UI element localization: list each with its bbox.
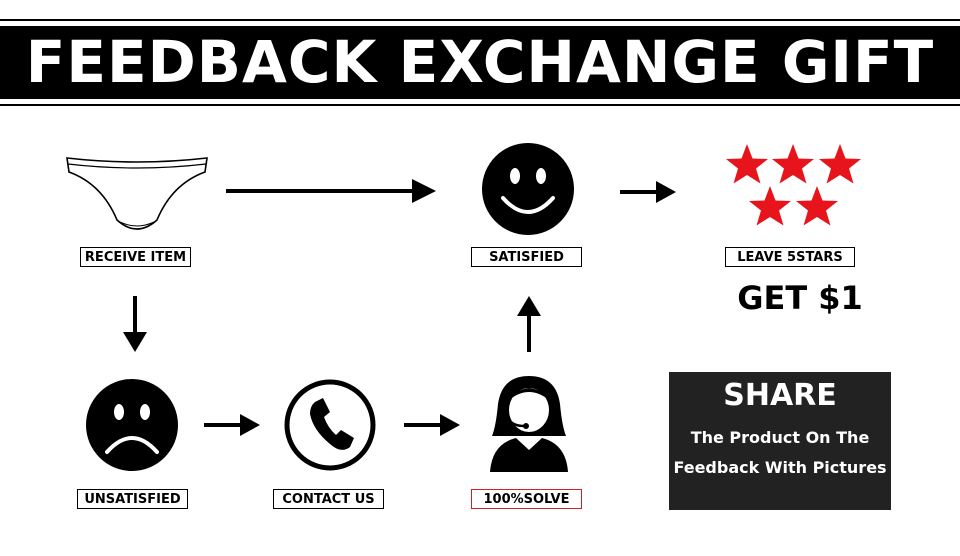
share-line-2: Feedback With Pictures [673, 458, 887, 477]
arrow-up [517, 296, 541, 352]
arrow-right-contact [204, 414, 260, 436]
banner-top-line [0, 19, 960, 21]
get-reward-text: GET $1 [737, 279, 863, 317]
label-leave-5stars: LEAVE 5STARS [725, 247, 855, 267]
banner-title: FEEDBACK EXCHANGE GIFT [25, 28, 935, 96]
label-contact-us: CONTACT US [273, 489, 384, 509]
arrow-right-short [620, 181, 676, 203]
label-satisfied: SATISFIED [471, 247, 582, 267]
label-receive-item: RECEIVE ITEM [80, 247, 191, 267]
sad-face-icon [86, 379, 178, 471]
banner-band [0, 26, 960, 99]
label-100-solve: 100%SOLVE [471, 489, 582, 509]
five-stars-icon [726, 144, 861, 226]
banner: FEEDBACK EXCHANGE GIFT [0, 19, 960, 106]
banner-bottom-line [0, 104, 960, 106]
label-unsatisfied: UNSATISFIED [77, 489, 188, 509]
arrow-right-solve [404, 414, 460, 436]
share-line-1: The Product On The [690, 428, 870, 447]
arrow-right-long [226, 179, 436, 203]
underwear-icon [66, 157, 208, 230]
support-agent-icon [490, 376, 568, 472]
share-box: SHARE The Product On The Feedback With P… [669, 372, 891, 510]
phone-icon [284, 379, 376, 471]
happy-face-icon [482, 143, 574, 235]
arrow-down [123, 296, 147, 352]
share-heading: SHARE [723, 378, 837, 413]
